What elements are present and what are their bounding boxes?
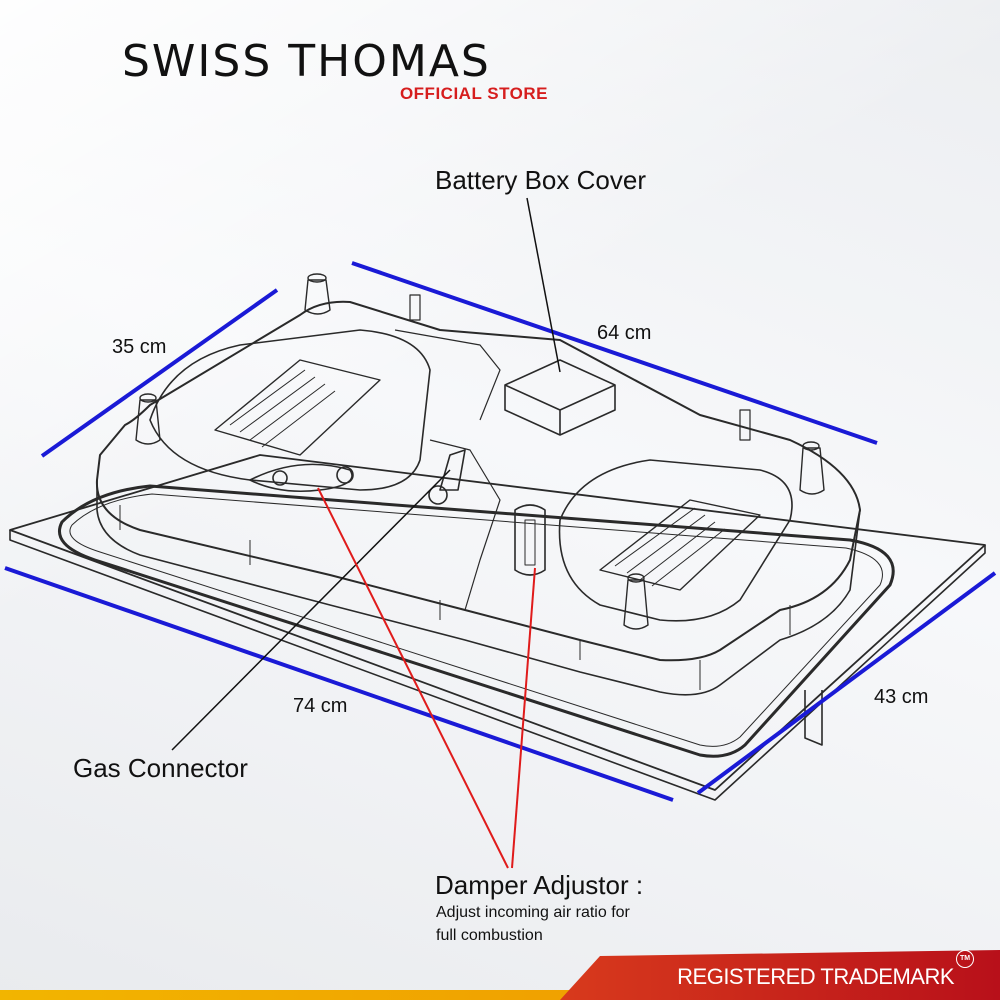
dim-line-top-depth [40,288,279,458]
brand-subtitle: OFFICIAL STORE [399,84,548,103]
damper-leader-right [511,567,536,869]
damper-label: Damper Adjustor : [435,870,644,900]
battery-label: Battery Box Cover [435,165,646,195]
dim-label-bottom-depth: 43 cm [874,686,929,708]
brand-logo: SWISS THOMAS OFFICIAL STORE [122,36,552,104]
glass-plate-edge [9,530,986,801]
dim-line-bottom-width [4,566,674,802]
dim-label-top-width: 64 cm [597,322,652,344]
dim-line-bottom-depth [696,571,997,795]
gasket [57,484,895,758]
battery-leader [526,197,561,373]
right-burner-pocket [558,459,793,622]
battery-box [504,359,616,436]
brand-name: SWISS THOMAS [122,36,491,87]
gas-connector [439,449,466,491]
hob-body [95,300,861,662]
trademark-symbol: TM [956,950,974,968]
damper-desc-2: full combustion [436,927,543,944]
trademark-banner: REGISTERED TRADEMARK TM [0,946,1000,1000]
damper-adjustor-right [514,504,546,576]
dim-line-top-width [351,261,878,445]
dim-label-bottom-width: 74 cm [293,695,348,717]
damper-desc-1: Adjust incoming air ratio for [436,904,630,921]
pan-supports [135,273,825,630]
gas-leader [171,469,451,751]
trademark-text: REGISTERED TRADEMARK [677,964,954,989]
dim-label-top-depth: 35 cm [112,336,167,358]
left-burner-pocket [149,329,431,491]
damper-leader-left [317,487,509,869]
gas-label: Gas Connector [73,753,248,783]
